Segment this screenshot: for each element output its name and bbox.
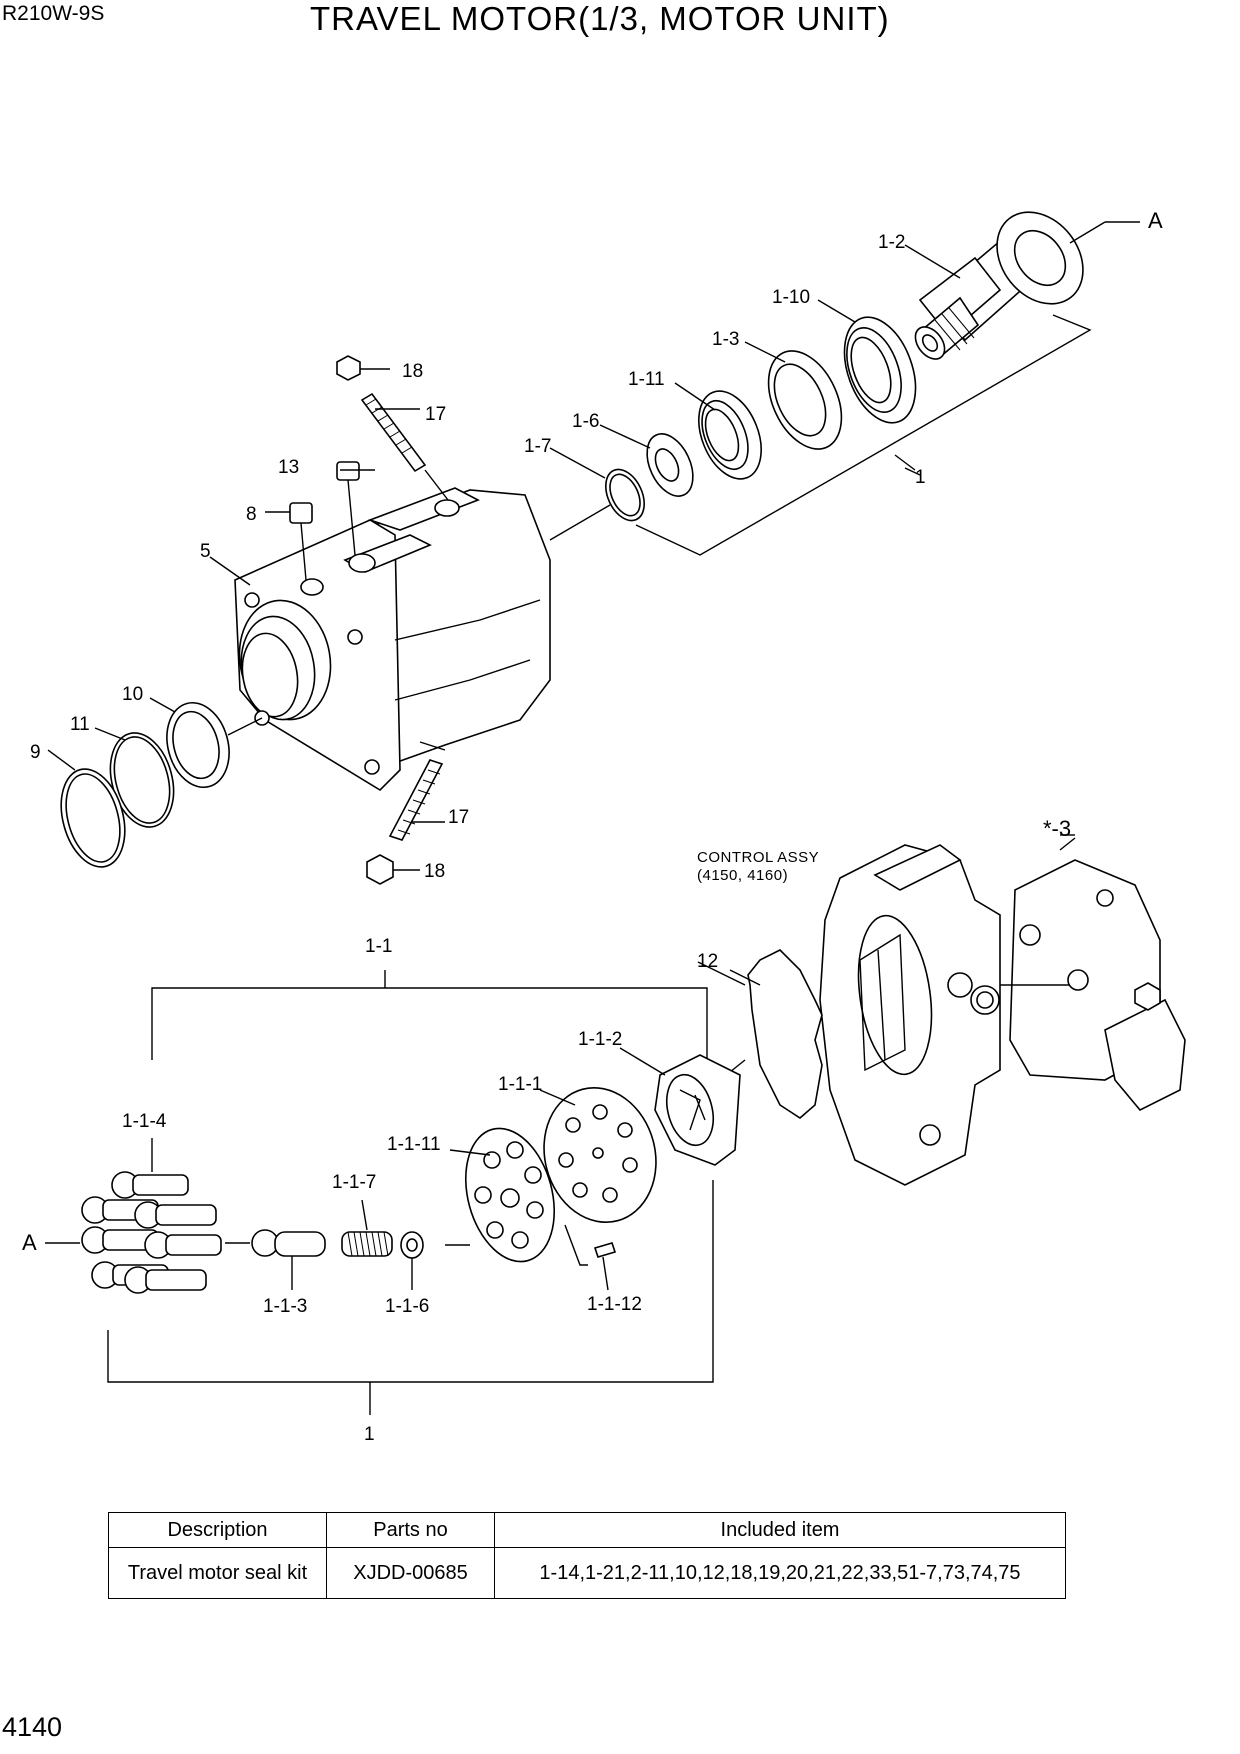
nut-18-top-part [336, 355, 390, 381]
ring-11-part [109, 732, 175, 828]
ring-10-part [166, 701, 230, 789]
o-ring-12-part [719, 949, 823, 1119]
header-description: Description [108, 1512, 327, 1548]
callout-13: 13 [278, 457, 299, 478]
callout-star-3: *-3 [1043, 816, 1071, 841]
stud-17-bottom-part [388, 759, 444, 841]
plug-13-part [336, 461, 360, 556]
bracket-group-1-top [635, 314, 1092, 556]
callout-1-3: 1-3 [712, 329, 739, 350]
callout-labels: 1-2 A 1-10 1-3 1-11 1-6 1-7 1 18 17 13 8… [22, 208, 1163, 1445]
control-assembly-part [819, 837, 1186, 1186]
seal-kit-header-row: Description Parts no Included item [108, 1512, 1066, 1548]
leader-lines-lower [449, 834, 1075, 1156]
stud-17-top-part [360, 392, 449, 501]
callout-a-left: A [22, 1230, 37, 1255]
callout-1-1-11: 1-1-11 [387, 1134, 441, 1155]
callout-9: 9 [30, 742, 41, 763]
callout-1-top: 1 [915, 467, 926, 488]
model-code: R210W-9S [2, 2, 105, 25]
callout-8: 8 [246, 504, 257, 525]
callout-17-top: 17 [425, 404, 446, 425]
bearing-1-11-part [698, 390, 762, 480]
seal-kit-table: Description Parts no Included item Trave… [108, 1512, 1066, 1599]
spring-1-1-7-part [341, 1199, 393, 1257]
leader-lines-upper [47, 221, 1140, 823]
callout-18-top: 18 [402, 361, 423, 382]
callout-1-2: 1-2 [878, 232, 905, 253]
callout-1-1-3: 1-1-3 [263, 1296, 307, 1317]
valve-plate-1-1-2-part [654, 1054, 741, 1166]
plug-8-part [289, 502, 313, 581]
retainer-plate-1-1-11-part [445, 1127, 556, 1263]
callout-1-10: 1-10 [772, 287, 810, 308]
snap-ring-9-part [60, 768, 126, 868]
table-row: Travel motor seal kit XJDD-00685 1-14,1-… [108, 1547, 1066, 1599]
callout-12: 12 [697, 951, 718, 972]
pin-1-1-3-part [225, 1229, 326, 1290]
header-parts-no: Parts no [326, 1512, 495, 1548]
callout-5: 5 [200, 541, 211, 562]
cell-parts-no: XJDD-00685 [326, 1547, 495, 1599]
washer-1-1-6-part [400, 1231, 424, 1290]
snap-ring-1-7-part [605, 468, 645, 522]
callout-1-1-6: 1-1-6 [385, 1296, 429, 1317]
callout-10: 10 [122, 684, 143, 705]
cell-included-item: 1-14,1-21,2-11,10,12,18,19,20,21,22,33,5… [494, 1547, 1066, 1599]
motor-housing-part [234, 487, 551, 792]
callout-1-7: 1-7 [524, 436, 551, 457]
callout-1-1-1: 1-1-1 [498, 1074, 542, 1095]
page-number: 4140 [2, 1712, 63, 1742]
callout-1-1-2: 1-1-2 [578, 1029, 622, 1050]
cell-description: Travel motor seal kit [108, 1547, 327, 1599]
nut-18-bottom-part [366, 854, 420, 885]
page-title: TRAVEL MOTOR(1/3, MOTOR UNIT) [310, 0, 890, 37]
bolt-1-1-12-part [564, 1224, 617, 1291]
cylinder-block-1-1-1-part [543, 1086, 657, 1224]
control-assy-label: CONTROL ASSY [697, 849, 819, 866]
callout-1-6-top: 1-6 [572, 411, 599, 432]
washer-1-6-part [646, 433, 694, 497]
bracket-group-1-1 [151, 987, 708, 1060]
callout-a-top: A [1148, 208, 1163, 233]
callout-11: 11 [70, 714, 90, 735]
callout-1-1-4: 1-1-4 [122, 1111, 167, 1132]
callout-1-11: 1-11 [628, 369, 665, 390]
output-shaft-part [914, 211, 1084, 360]
bearing-1-10-part [843, 316, 917, 424]
callout-17-bottom: 17 [448, 807, 469, 828]
callout-1-1-12: 1-1-12 [587, 1294, 642, 1315]
callout-18-bottom: 18 [424, 861, 445, 882]
control-assy-references: (4150, 4160) [697, 867, 788, 884]
callout-1-1: 1-1 [365, 936, 392, 957]
pistons-1-1-4-part [45, 1138, 222, 1294]
header-included-item: Included item [494, 1512, 1066, 1548]
bracket-group-1-bottom [107, 1180, 714, 1383]
callout-1-1-7: 1-1-7 [332, 1172, 376, 1193]
callout-1-bottom: 1 [364, 1424, 375, 1445]
seal-1-3-part [767, 350, 843, 450]
